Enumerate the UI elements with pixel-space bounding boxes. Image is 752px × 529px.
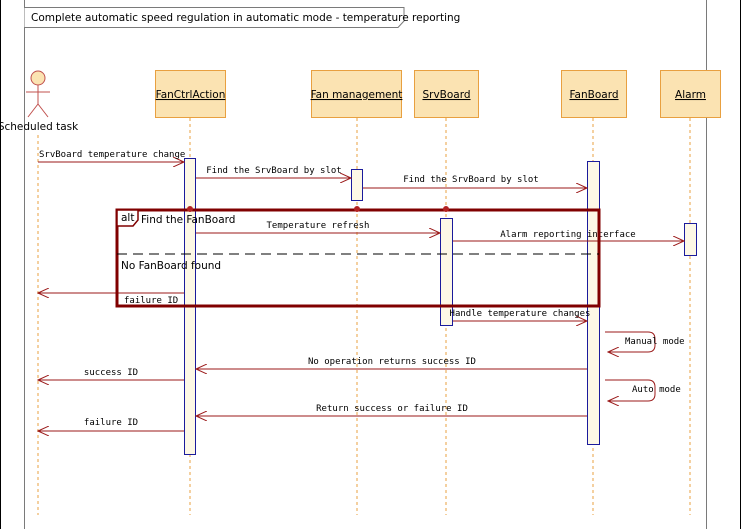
actor-head-icon	[30, 70, 46, 86]
diagram-frame	[24, 0, 707, 529]
alt-operator: alt	[121, 212, 134, 224]
message-label: Temperature refresh	[267, 221, 370, 231]
participant-label: Alarm	[675, 89, 706, 101]
message-failure-id-1: failure ID	[38, 293, 184, 306]
participant-box	[660, 70, 721, 118]
participant-box	[311, 70, 402, 118]
message-success-id: success ID	[38, 368, 184, 380]
message-no-operation-success: No operation returns success ID	[196, 357, 587, 369]
alt-guard: Find the FanBoard	[141, 214, 235, 226]
participant-label: SrvBoard	[422, 89, 470, 101]
message-label: Find the SrvBoard by slot	[403, 175, 538, 185]
message-label: Find the SrvBoard by slot	[206, 166, 341, 176]
message-alarm-reporting: Alarm reporting interface	[453, 230, 684, 241]
participant-box	[155, 70, 226, 118]
message-handle-temperature-changes: Handle temperature changes	[450, 309, 591, 321]
activation-fan-management	[351, 169, 363, 201]
message-temperature-refresh: Temperature refresh	[196, 221, 440, 233]
participant-label: Fan management	[311, 89, 403, 101]
participant-alarm[interactable]: Alarm	[660, 70, 721, 118]
participant-srvboard[interactable]: SrvBoard	[414, 70, 479, 118]
actor-left-leg	[27, 103, 39, 118]
actor-label: Scheduled task	[0, 121, 79, 133]
message-find-srvboard-2: Find the SrvBoard by slot	[363, 175, 587, 188]
message-manual-mode: Manual mode	[605, 331, 685, 352]
fragment-anchor-dot	[354, 206, 360, 212]
message-label: Manual mode	[625, 337, 685, 347]
message-label: failure ID	[84, 418, 138, 428]
fragment-anchor-dot	[187, 206, 193, 212]
frame-title: Complete automatic speed regulation in a…	[31, 12, 460, 24]
message-label: SrvBoard temperature change	[39, 150, 185, 160]
message-label: Auto mode	[632, 385, 681, 395]
participant-box	[561, 70, 627, 118]
actor-scheduled-task[interactable]: Scheduled task	[0, 70, 79, 133]
alt-else-guard: No FanBoard found	[121, 260, 221, 272]
message-label: No operation returns success ID	[308, 357, 476, 367]
message-failure-id-2: failure ID	[38, 418, 184, 431]
alt-operator-tab	[116, 209, 139, 227]
message-srvboard-temperature-change: SrvBoard temperature change	[38, 150, 185, 162]
activation-srvboard	[440, 218, 453, 326]
participant-fan-management[interactable]: Fan management	[311, 70, 403, 118]
participant-fanctrlaction[interactable]: FanCtrlAction	[155, 70, 226, 118]
message-auto-mode: Auto mode	[605, 379, 681, 401]
message-label: Return success or failure ID	[316, 404, 468, 414]
message-label: success ID	[84, 368, 138, 378]
frame-title-tab	[24, 7, 405, 28]
fragment-anchor-dot	[443, 206, 449, 212]
actor-right-leg	[37, 103, 49, 118]
participant-fanboard[interactable]: FanBoard	[561, 70, 627, 118]
message-label: Handle temperature changes	[450, 309, 591, 319]
message-return-success-or-failure: Return success or failure ID	[196, 404, 587, 416]
participant-label: FanBoard	[569, 89, 618, 101]
alt-fragment[interactable]: alt Find the FanBoard No FanBoard found	[115, 206, 601, 308]
activation-alarm	[684, 223, 697, 256]
participant-label: FanCtrlAction	[156, 89, 226, 101]
message-label: failure ID	[124, 296, 178, 306]
message-find-srvboard-1: Find the SrvBoard by slot	[196, 166, 351, 178]
message-label: Alarm reporting interface	[500, 230, 635, 240]
participant-box	[414, 70, 479, 118]
